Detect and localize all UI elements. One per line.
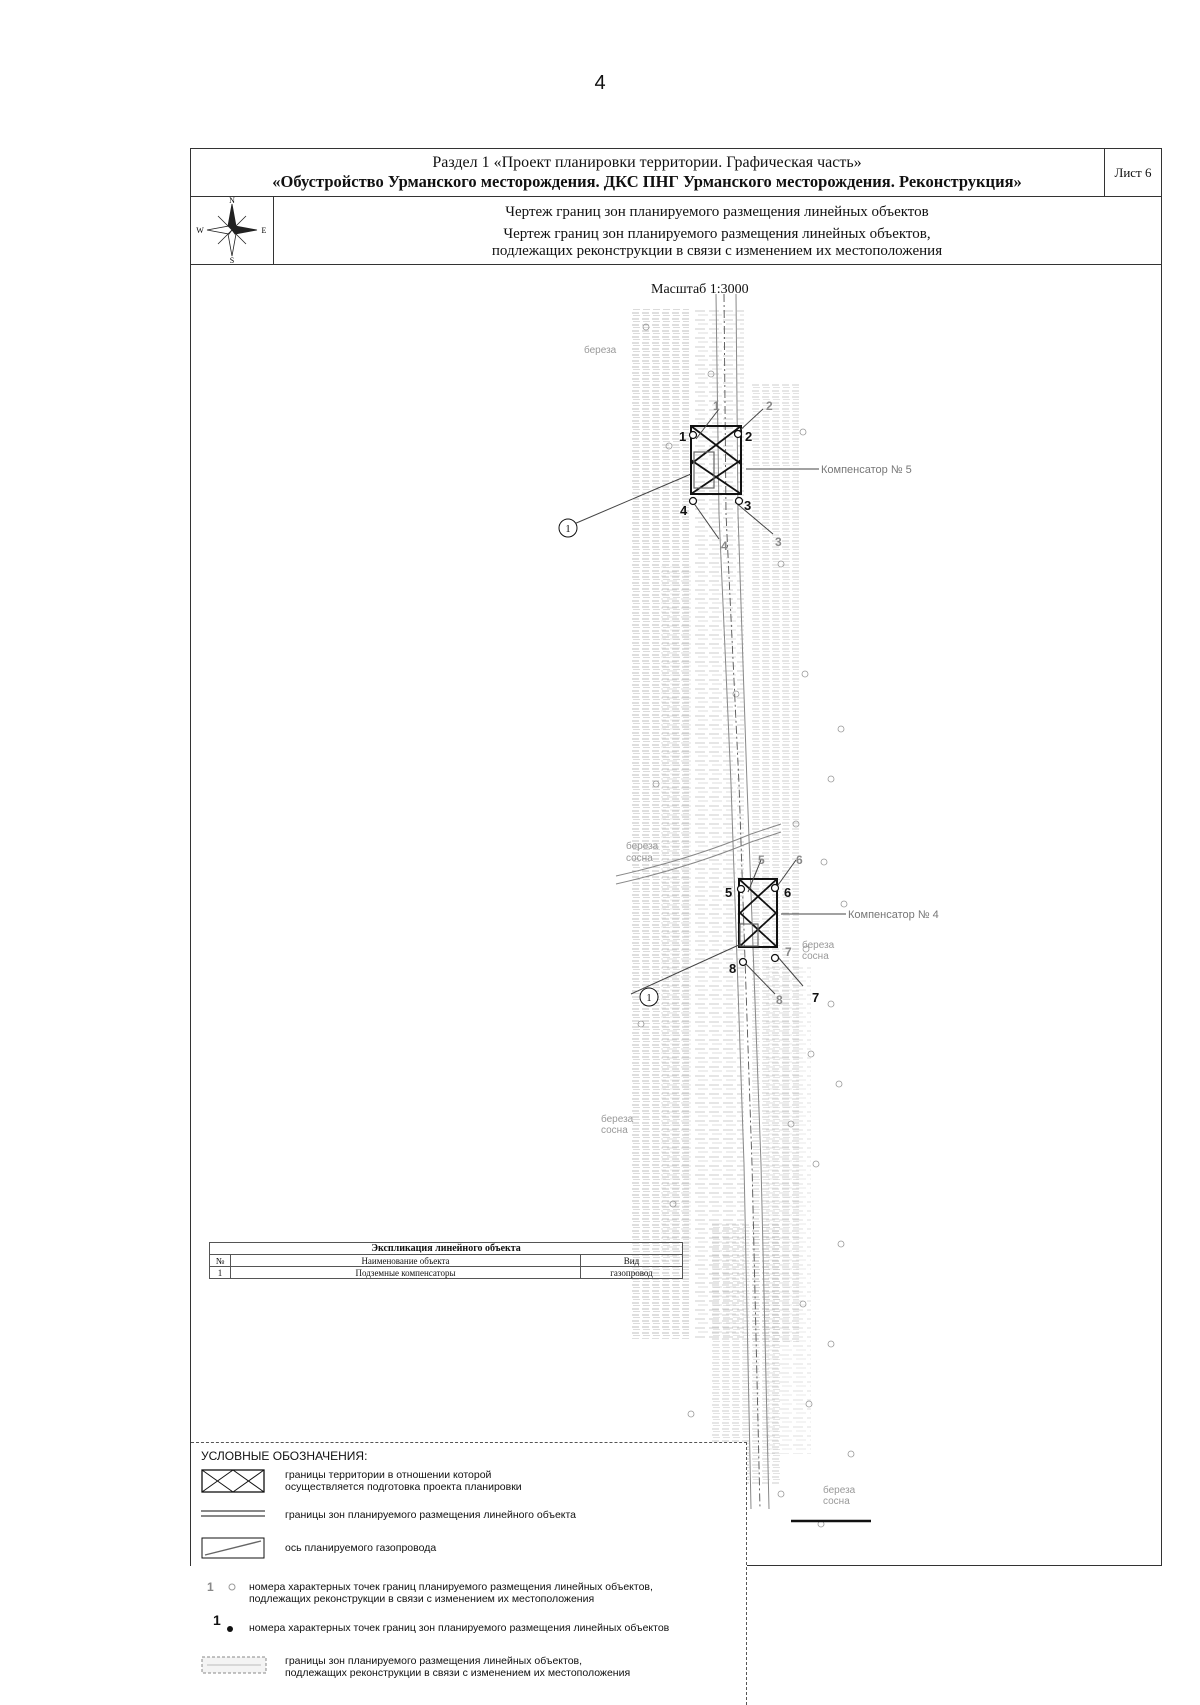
point-label-2: 2 <box>745 429 752 444</box>
drawing-frame: Раздел 1 «Проект планировки территории. … <box>190 148 1162 1705</box>
svg-text:1: 1 <box>647 993 652 1004</box>
legend-text: номера характерных точек границ зон план… <box>249 1622 670 1634</box>
grey-point-label-4: 4 <box>721 539 728 553</box>
tree-label-2b: сосна <box>626 853 653 864</box>
grey-point-label-6: 6 <box>796 853 803 867</box>
grey-point-label-3: 3 <box>775 535 782 549</box>
vegetation-symbols <box>637 323 855 1528</box>
point-label-5: 5 <box>725 885 732 900</box>
legend-text: ось планируемого газопровода <box>285 1542 437 1554</box>
subtitle-line-1: Чертеж границ зон планируемого размещени… <box>505 204 929 220</box>
tree-label-3a: береза <box>802 939 835 951</box>
tree-label-4b: сосна <box>601 1125 628 1136</box>
grey-point-icon: 1 <box>207 1580 236 1594</box>
legend-title: УСЛОВНЫЕ ОБОЗНАЧЕНИЯ: <box>201 1449 368 1463</box>
point-label-3: 3 <box>744 498 751 513</box>
grey-point-label-1: 1 <box>713 399 720 413</box>
zone-boundary-icon <box>201 1510 265 1517</box>
grey-point-label-7: 7 <box>785 945 792 959</box>
svg-text:1: 1 <box>207 1580 214 1594</box>
compass-e: E <box>262 226 267 235</box>
tree-label-1: береза <box>584 344 617 356</box>
legend-text: подлежащих реконструкции в связи с измен… <box>249 1593 595 1605</box>
tree-label-4a: береза <box>601 1113 634 1125</box>
title-line-2: «Обустройство Урманского месторождения. … <box>272 172 1022 191</box>
tree-label-5a: береза <box>823 1484 856 1496</box>
explication-table: Экспликация линейного объекта № Наименов… <box>209 1242 683 1279</box>
explication-caption: Экспликация линейного объекта <box>209 1242 683 1255</box>
sheet-number: Лист 6 <box>1104 149 1161 196</box>
drawing-subtitle-block: N S W E Чертеж границ зон планируемого р… <box>191 196 1161 265</box>
legend-text: границы зон планируемого размещения лине… <box>285 1655 583 1667</box>
legend: УСЛОВНЫЕ ОБОЗНАЧЕНИЯ: границы территории… <box>191 1442 747 1705</box>
map-area: Масштаб 1:3000 <box>191 264 1161 1705</box>
point-label-8: 8 <box>729 961 736 976</box>
crosshatch-boundary-icon <box>201 1469 265 1493</box>
compensator-4-zone <box>738 878 778 948</box>
compass-rose-icon: N S W E <box>196 196 267 265</box>
map-drawing: 1 2 3 4 5 6 7 8 1 2 3 4 5 6 7 8 <box>558 293 939 1528</box>
grey-point-label-2: 2 <box>766 399 773 413</box>
grey-point-label-8: 8 <box>776 993 783 1007</box>
object-ref-1a: 1 <box>558 518 578 538</box>
compass-w: W <box>196 226 204 235</box>
legend-text: осуществляется подготовка проекта планир… <box>285 1481 522 1493</box>
legend-text: номера характерных точек границ планируе… <box>249 1581 653 1593</box>
tree-label-3b: сосна <box>802 951 829 962</box>
table-row: 1 Подземные компенсаторы газопровод <box>209 1266 683 1279</box>
tree-label-2a: береза <box>626 840 659 852</box>
legend-text: границы зон планируемого размещения лине… <box>285 1509 577 1521</box>
legend-text: подлежащих реконструкции в связи с измен… <box>285 1667 631 1679</box>
reconstruction-zone-icon <box>201 1656 267 1674</box>
explication-header-num: № <box>209 1254 231 1267</box>
grey-point-label-5: 5 <box>758 853 765 867</box>
compensator-4-label: Компенсатор № 4 <box>848 909 939 921</box>
point-label-6: 6 <box>784 885 791 900</box>
svg-text:1: 1 <box>213 1613 221 1628</box>
explication-cell: 1 <box>209 1266 231 1279</box>
explication-cell: газопровод <box>580 1266 683 1279</box>
explication-header-name: Наименование объекта <box>230 1254 581 1267</box>
map-scale: Масштаб 1:3000 <box>651 282 749 297</box>
points-black <box>688 429 780 967</box>
point-label-1: 1 <box>679 429 686 444</box>
svg-text:1: 1 <box>566 524 571 535</box>
subtitle-line-3: подлежащих реконструкции в связи с измен… <box>491 243 943 259</box>
linear-object-zone-boundaries <box>715 293 770 1510</box>
title-text: Раздел 1 «Проект планировки территории. … <box>191 153 1103 191</box>
title-block: Раздел 1 «Проект планировки территории. … <box>191 149 1161 197</box>
compass-rose-cell: N S W E <box>191 196 274 265</box>
compensator-5-label: Компенсатор № 5 <box>821 464 912 476</box>
subtitle-line-2: Чертеж границ зон планируемого размещени… <box>503 226 931 242</box>
object-ref-1b: 1 <box>639 987 659 1007</box>
black-point-icon: 1 <box>213 1613 233 1632</box>
legend-text: границы территории в отношении которой <box>285 1469 492 1481</box>
explication-cell: Подземные компенсаторы <box>230 1266 581 1279</box>
page-number: 4 <box>594 72 606 94</box>
pipeline-axis-icon <box>201 1537 265 1559</box>
tree-label-5b: сосна <box>823 1496 850 1507</box>
compensator-5-zone <box>690 425 742 495</box>
drawing-subtitle: Чертеж границ зон планируемого размещени… <box>273 204 1161 260</box>
explication-header-type: Вид <box>580 1254 683 1267</box>
compass-n: N <box>229 196 235 205</box>
point-label-4: 4 <box>680 503 688 518</box>
compass-s: S <box>230 256 234 264</box>
point-label-7: 7 <box>812 990 819 1005</box>
title-line-1: Раздел 1 «Проект планировки территории. … <box>432 154 862 171</box>
